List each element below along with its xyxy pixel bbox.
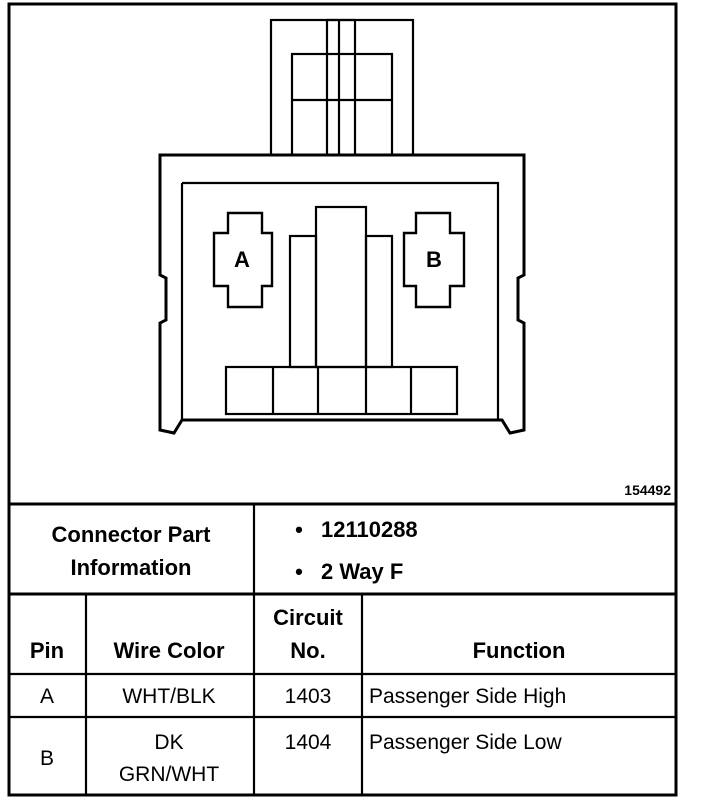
part-description: 2 Way F bbox=[321, 559, 403, 584]
part-info: Connector Part Information • 12110288 • … bbox=[52, 517, 418, 584]
row-function: Passenger Side Low bbox=[369, 731, 562, 754]
cavity-a-label: A bbox=[234, 247, 250, 272]
connector-key-ribs bbox=[288, 205, 394, 369]
part-info-heading-line2: Information bbox=[71, 555, 192, 580]
cavity-a: A bbox=[212, 211, 274, 309]
connector-illustration: A B 154492 bbox=[158, 18, 671, 498]
row-circuit: 1403 bbox=[285, 685, 332, 708]
row-circuit: 1404 bbox=[285, 731, 332, 754]
row-pin: A bbox=[40, 685, 54, 708]
bullet-icon: • bbox=[295, 559, 303, 584]
row-function: Passenger Side High bbox=[369, 685, 566, 708]
row-wire-color-line2: GRN/WHT bbox=[119, 763, 219, 786]
bullet-icon: • bbox=[295, 517, 303, 542]
part-number: 12110288 bbox=[321, 517, 418, 542]
cavity-b-label: B bbox=[426, 247, 442, 272]
cavity-b: B bbox=[402, 211, 466, 309]
connector-inner-wall bbox=[180, 181, 500, 420]
row-pin: B bbox=[40, 747, 54, 770]
header-pin: Pin bbox=[30, 638, 64, 663]
table-row: A WHT/BLK 1403 Passenger Side High bbox=[40, 685, 566, 708]
connector-housing bbox=[158, 153, 526, 435]
table-header: Pin Wire Color Circuit No. Function bbox=[30, 605, 566, 663]
header-function: Function bbox=[473, 638, 566, 663]
row-wire-color-line1: DK bbox=[154, 731, 183, 754]
row-wire-color: WHT/BLK bbox=[122, 685, 215, 708]
sheet-border bbox=[7, 2, 678, 797]
header-circuit-line1: Circuit bbox=[273, 605, 343, 630]
header-circuit-line2: No. bbox=[290, 638, 325, 663]
connector-latch bbox=[269, 18, 415, 157]
part-info-heading-line1: Connector Part bbox=[52, 522, 212, 547]
header-wire-color: Wire Color bbox=[113, 638, 224, 663]
figure-number: 154492 bbox=[624, 482, 671, 498]
table-grid bbox=[9, 502, 676, 795]
table-row: B DK GRN/WHT 1404 Passenger Side Low bbox=[40, 731, 562, 786]
connector-bottom-segments bbox=[224, 365, 459, 416]
